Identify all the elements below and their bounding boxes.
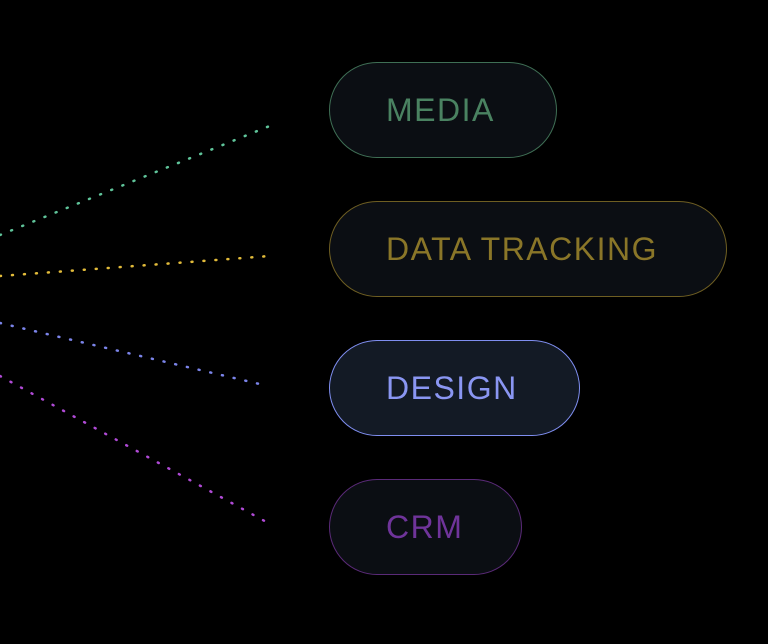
- tag-pill-data-tracking[interactable]: DATA TRACKING: [329, 201, 727, 297]
- tag-label-media: MEDIA: [386, 92, 495, 128]
- tag-label-data-tracking: DATA TRACKING: [386, 231, 658, 267]
- tag-pill-crm[interactable]: CRM: [329, 479, 522, 575]
- tag-pill-design[interactable]: DESIGN: [329, 340, 580, 436]
- connector-line-design: [0, 321, 270, 388]
- tag-label-crm: CRM: [386, 509, 464, 545]
- connector-line-data-tracking: [0, 254, 272, 278]
- connector-line-crm: [0, 374, 272, 526]
- connector-line-media: [0, 121, 279, 237]
- tag-label-design: DESIGN: [386, 370, 518, 406]
- tag-pill-media[interactable]: MEDIA: [329, 62, 557, 158]
